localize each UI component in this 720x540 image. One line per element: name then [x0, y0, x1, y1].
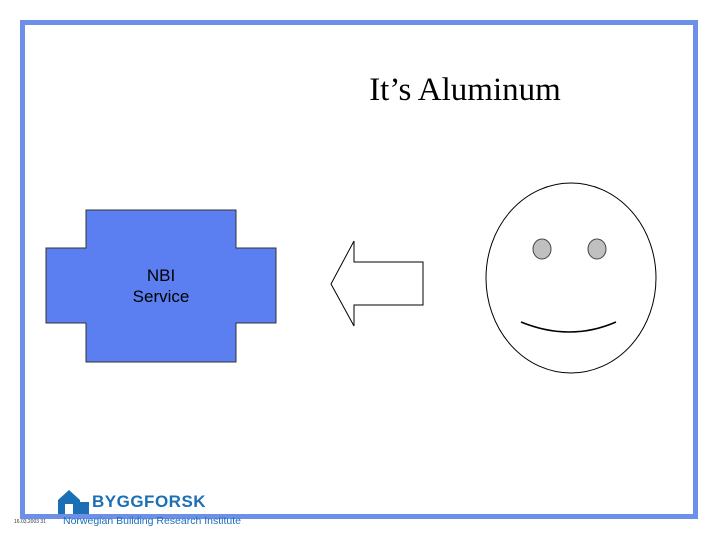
service-box-shape: [45, 209, 277, 363]
service-label-line2: Service: [132, 287, 190, 306]
logo-subtitle: Norwegian Building Research Institute: [63, 515, 242, 527]
left-eye: [532, 238, 552, 260]
left-arrow: [330, 240, 424, 327]
house-logo-icon: [58, 490, 89, 514]
logo-name: BYGGFORSK: [92, 492, 207, 511]
right-eye: [587, 238, 607, 260]
service-label-line1: NBI: [146, 266, 176, 285]
footer-code: 16.03.2003 31: [14, 519, 46, 525]
face-outline: [485, 182, 657, 374]
slide-title: It’s Aluminum: [369, 72, 561, 108]
slide-frame: [20, 20, 698, 519]
mouth: [520, 321, 617, 333]
service-label: NBI Service: [86, 265, 236, 307]
